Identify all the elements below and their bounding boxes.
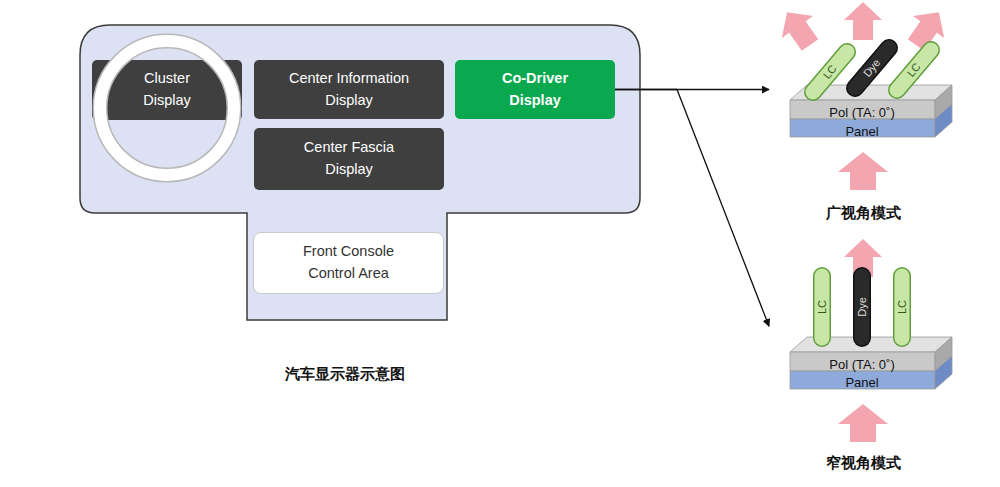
gauge-ring <box>100 41 234 175</box>
dashboard-outline <box>80 25 640 320</box>
lc-molecule <box>813 52 847 92</box>
lc-molecule-fill <box>895 276 910 338</box>
display-label: Center Fascia Display <box>293 137 405 181</box>
display-label: Cluster Display <box>136 68 198 112</box>
lc-molecule <box>897 50 931 90</box>
molecule-label: LC <box>817 300 828 314</box>
figure-caption: 汽车显示器示意图 <box>180 365 510 384</box>
display-box: Center Information Display <box>254 60 444 119</box>
co-driver-box: Co-Driver Display <box>455 60 615 119</box>
panel-side <box>935 104 952 137</box>
dye-molecule-fill <box>855 48 889 88</box>
panel-side <box>935 356 952 389</box>
display-label: Co-Driver Display <box>489 68 581 112</box>
gauge-ring-edge <box>100 41 234 175</box>
lc-molecule-fill <box>897 50 931 90</box>
light-arrow <box>844 2 882 40</box>
display-box: Center Fascia Display <box>254 128 444 190</box>
layer-label: Panel <box>845 125 878 138</box>
layer-label: Panel <box>845 376 878 389</box>
lc-molecule-fill <box>815 276 830 338</box>
connector-arrow <box>615 90 769 327</box>
dye-molecule <box>853 276 871 338</box>
backlight-arrow <box>838 152 888 190</box>
mode-caption: 广视角模式 <box>826 205 901 220</box>
lc-molecule <box>893 276 911 338</box>
molecule-label: LC <box>897 300 908 314</box>
cluster-display-box: Cluster Display <box>92 60 242 120</box>
polarizer-layer <box>790 352 935 371</box>
lc-cell-graphic <box>770 235 970 475</box>
lc-molecule-fill <box>813 52 847 92</box>
mode-caption: 窄视角模式 <box>826 455 901 470</box>
wide-view-illustration: LCDyeLCPol (TA: 0˚)Panel广视角模式 <box>770 0 970 225</box>
cluster-graphic <box>92 60 242 120</box>
molecule-label: Dye <box>857 297 868 317</box>
narrow-view-illustration: LC Dye LC Pol (TA: 0˚) Panel 窄视角模式 <box>770 235 970 475</box>
layer-label: Pol (TA: 0˚) <box>829 106 895 119</box>
dye-molecule-fill <box>855 276 870 338</box>
lc-molecule <box>813 276 831 338</box>
polarizer-layer <box>790 100 935 119</box>
layer-label: Pol (TA: 0˚) <box>829 358 895 371</box>
control-area-box: Front Console Control Area <box>253 232 444 294</box>
backlight-arrow <box>838 404 888 442</box>
light-arrow <box>771 1 825 56</box>
panel-layer <box>790 371 935 389</box>
dye-molecule <box>855 48 889 88</box>
display-label: Front Console Control Area <box>283 241 415 285</box>
display-label: Center Information Display <box>279 68 419 112</box>
panel-layer <box>790 119 935 137</box>
